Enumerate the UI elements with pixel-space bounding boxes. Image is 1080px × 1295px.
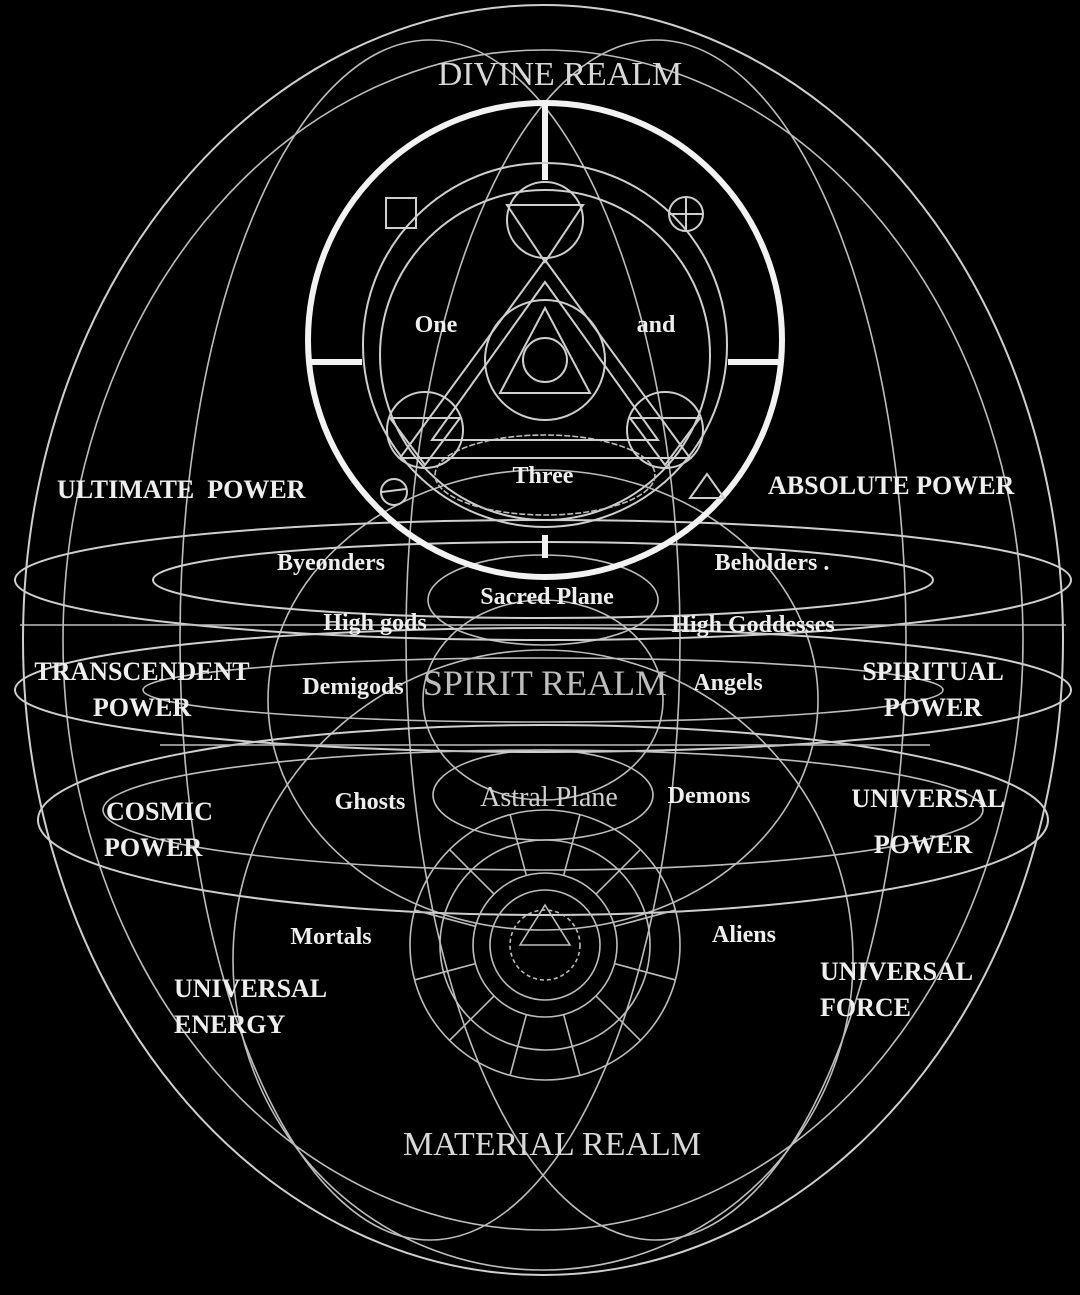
zodiac-spoke xyxy=(618,848,642,872)
zodiac-spoke xyxy=(562,843,573,876)
universal-force-label-2: FORCE xyxy=(820,993,911,1022)
zodiac-spoke xyxy=(448,848,472,872)
zodiac-spoke xyxy=(595,995,620,1020)
universal-power-label-1: UNIVERSAL xyxy=(851,784,1004,813)
sacred-plane-label: Sacred Plane xyxy=(480,584,614,610)
zodiac-spoke xyxy=(414,971,444,981)
universal-energy-label-2: ENERGY xyxy=(174,1010,285,1039)
band-mid-inner xyxy=(142,657,944,723)
right-lobe xyxy=(405,39,907,1241)
circled-bar-icon xyxy=(380,478,408,506)
beholders-label: Beholders . xyxy=(715,550,830,576)
zodiac-spoke xyxy=(562,1014,573,1047)
demigods-label: Demigods xyxy=(302,674,403,700)
divine-realm-title: DIVINE REALM xyxy=(438,56,683,93)
trinity-and: and xyxy=(637,312,676,338)
absolute-power-label: ABSOLUTE POWER xyxy=(768,471,1015,500)
zodiac-spoke xyxy=(618,1018,642,1042)
band-low-inner xyxy=(102,749,984,871)
zodiac-spoke xyxy=(646,971,676,981)
mortals-label: Mortals xyxy=(290,924,371,950)
zodiac-spoke xyxy=(595,870,620,895)
zodiac-spoke xyxy=(414,909,444,919)
transcendent-power-label-2: POWER xyxy=(93,693,191,722)
zodiac-spoke xyxy=(509,814,519,844)
zodiac-spoke xyxy=(517,843,528,876)
zodiac-spoke xyxy=(571,1046,581,1076)
universal-force-label-1: UNIVERSAL xyxy=(820,957,973,986)
left-lobe xyxy=(179,39,681,1241)
ghosts-label: Ghosts xyxy=(335,789,406,815)
cosmic-power-label-2: POWER xyxy=(104,833,202,862)
zodiac-spoke xyxy=(443,917,476,928)
zodiac-spoke xyxy=(470,870,495,895)
ultimate-power-label: ULTIMATE POWER xyxy=(57,475,306,504)
trinity-three: Three xyxy=(513,463,574,489)
universal-energy-label-1: UNIVERSAL xyxy=(174,974,327,1003)
outer-sphere xyxy=(22,4,1064,1276)
demons-label: Demons xyxy=(668,783,751,809)
zodiac-spoke xyxy=(646,909,676,919)
universal-power-label-2: POWER xyxy=(874,830,972,859)
band-low-outer xyxy=(37,724,1049,916)
zodiac-wheel xyxy=(409,809,681,1081)
zodiac-spoke xyxy=(571,814,581,844)
spiritual-power-label-2: POWER xyxy=(884,693,982,722)
triangle-symbol-icon xyxy=(688,472,726,499)
zodiac-spoke xyxy=(517,1014,528,1047)
high-goddesses-label: High Goddesses xyxy=(671,612,834,638)
angels-label: Angels xyxy=(693,670,762,696)
byeonders-label: Byeonders xyxy=(277,550,385,576)
circled-cross-icon xyxy=(668,196,704,232)
zodiac-spoke xyxy=(448,1018,472,1042)
high-gods-label: High gods xyxy=(323,610,426,636)
outer-sphere-2 xyxy=(62,49,1024,1231)
spirit-realm-title: SPIRIT REALM xyxy=(423,663,667,703)
band-mid-outer xyxy=(14,627,1072,753)
astral-plane-label: Astral Plane xyxy=(480,782,618,813)
cosmic-power-label-1: COSMIC xyxy=(106,797,213,826)
zodiac-spoke xyxy=(614,917,647,928)
aliens-label: Aliens xyxy=(712,922,776,948)
transcendent-power-label-1: TRANSCENDENT xyxy=(34,657,249,686)
divine-circle xyxy=(305,100,785,580)
zodiac-spoke xyxy=(470,995,495,1020)
material-realm-title: MATERIAL REALM xyxy=(403,1126,701,1163)
spirit-sphere xyxy=(267,469,819,931)
zodiac-spoke xyxy=(509,1046,519,1076)
spiritual-power-label-1: SPIRITUAL xyxy=(862,657,1004,686)
zodiac-spoke xyxy=(443,962,476,973)
trinity-one: One xyxy=(415,312,458,338)
lower-sphere xyxy=(232,649,854,1271)
spirit-inner xyxy=(422,599,664,801)
square-symbol-icon xyxy=(385,197,417,229)
zodiac-spoke xyxy=(614,962,647,973)
